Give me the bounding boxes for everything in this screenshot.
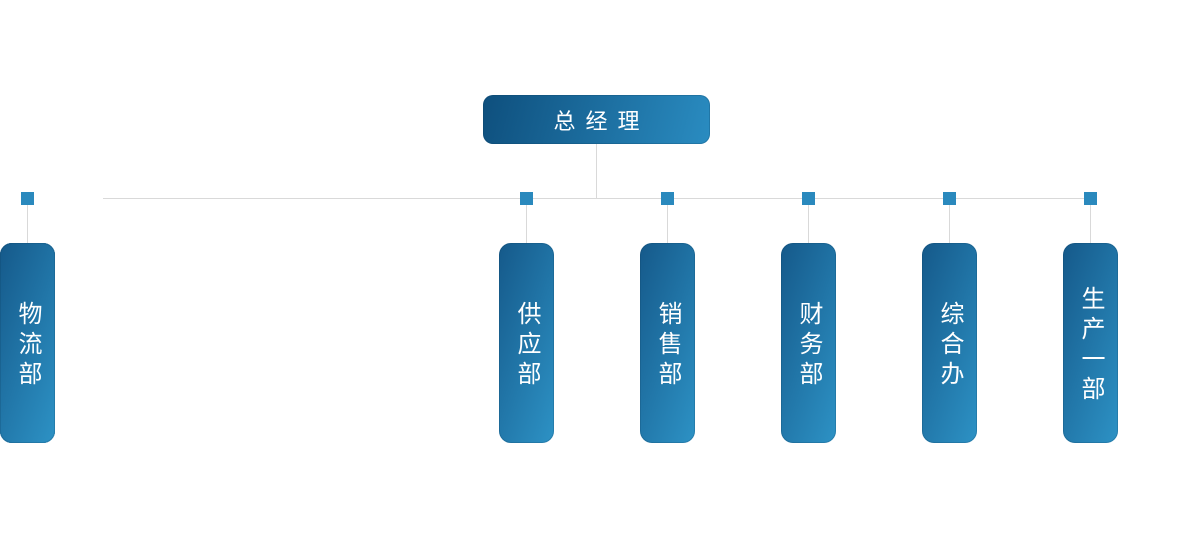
junction-square bbox=[1084, 192, 1097, 205]
junction-square bbox=[943, 192, 956, 205]
junction-square bbox=[802, 192, 815, 205]
dept-node-label: 财务部 bbox=[795, 301, 822, 391]
dept-node-label: 供应部 bbox=[513, 301, 540, 391]
dept-column: 供应部 bbox=[499, 192, 554, 452]
dept-node-box: 销售部 bbox=[640, 243, 695, 443]
horizontal-connector-line bbox=[103, 198, 1090, 199]
root-node-label: 总经理 bbox=[553, 108, 650, 134]
dept-column: 财务部 bbox=[781, 192, 836, 452]
dept-connector-line bbox=[1090, 205, 1091, 243]
dept-node-box: 财务部 bbox=[781, 243, 836, 443]
junction-square bbox=[21, 192, 34, 205]
dept-column: 物流部 bbox=[0, 192, 55, 452]
junction-square bbox=[661, 192, 674, 205]
dept-node-box: 生产一部 bbox=[1063, 243, 1118, 443]
dept-column: 生产一部 bbox=[1063, 192, 1118, 452]
root-node-box: 总经理 bbox=[483, 95, 710, 144]
dept-node-label: 生产一部 bbox=[1077, 286, 1104, 406]
root-connector-line bbox=[596, 144, 597, 198]
dept-connector-line bbox=[949, 205, 950, 243]
dept-connector-line bbox=[27, 205, 28, 243]
dept-column: 综合办 bbox=[922, 192, 977, 452]
dept-node-box: 物流部 bbox=[0, 243, 55, 443]
junction-square bbox=[520, 192, 533, 205]
dept-node-label: 物流部 bbox=[14, 301, 41, 391]
dept-column: 销售部 bbox=[640, 192, 695, 452]
dept-node-label: 综合办 bbox=[936, 301, 963, 391]
dept-connector-line bbox=[667, 205, 668, 243]
dept-connector-line bbox=[808, 205, 809, 243]
dept-node-box: 综合办 bbox=[922, 243, 977, 443]
dept-node-box: 供应部 bbox=[499, 243, 554, 443]
dept-connector-line bbox=[526, 205, 527, 243]
dept-node-label: 销售部 bbox=[654, 301, 681, 391]
